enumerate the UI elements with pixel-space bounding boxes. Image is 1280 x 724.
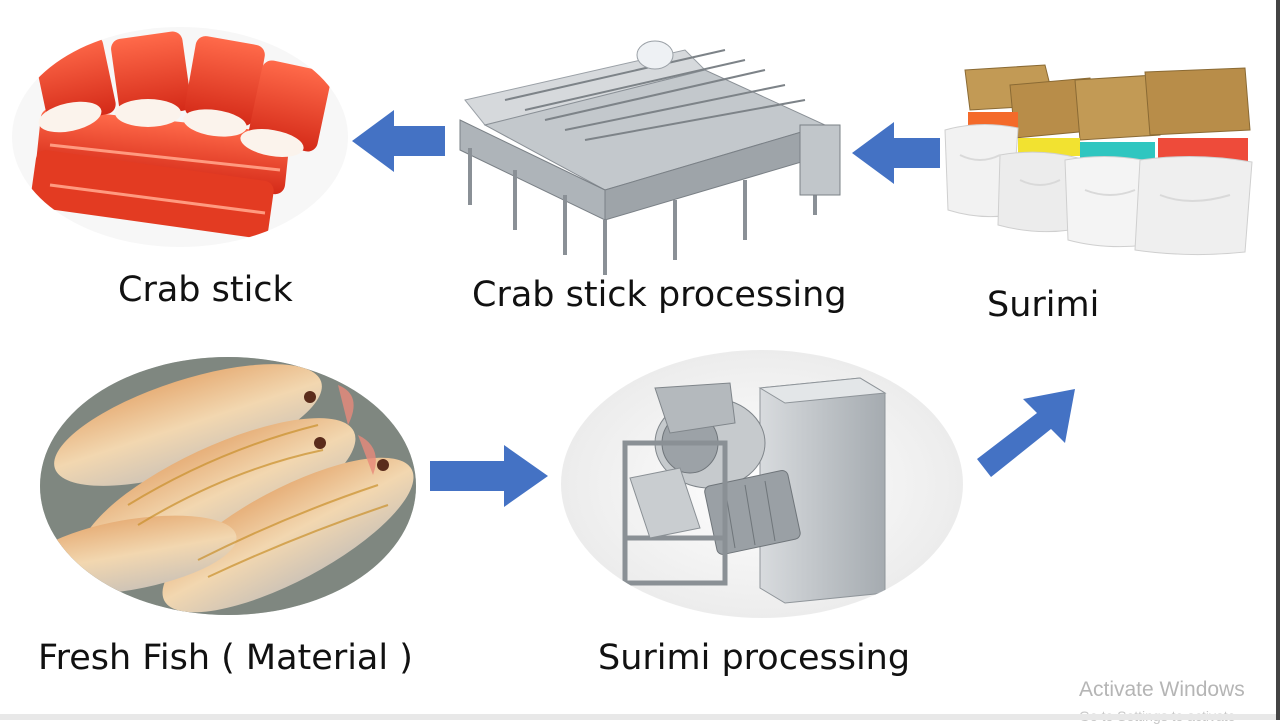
surimi-blocks-image (940, 60, 1260, 260)
node-label-crab-stick: Crab stick (118, 270, 293, 310)
crab-stick-processing-machine-image (445, 30, 855, 280)
arrow-right-to-surimi-processing (430, 445, 548, 507)
surimi-processing-machine-image (561, 350, 963, 618)
node-label-fresh-fish: Fresh Fish ( Material ) (38, 638, 413, 678)
crab-stick-image (12, 27, 348, 247)
fresh-fish-image (40, 357, 416, 615)
node-label-crab-stick-processing: Crab stick processing (472, 275, 847, 315)
node-label-surimi: Surimi (987, 285, 1100, 325)
arrow-left-to-crab-stick (352, 110, 448, 172)
activate-windows-title: Activate Windows (1079, 678, 1245, 701)
right-edge-bar (1276, 0, 1280, 720)
node-label-surimi-processing: Surimi processing (598, 638, 911, 678)
arrow-diagonal-to-surimi (977, 389, 1075, 477)
arrow-left-to-crab-stick-processing (852, 122, 948, 184)
bottom-edge-bar (0, 714, 1280, 720)
